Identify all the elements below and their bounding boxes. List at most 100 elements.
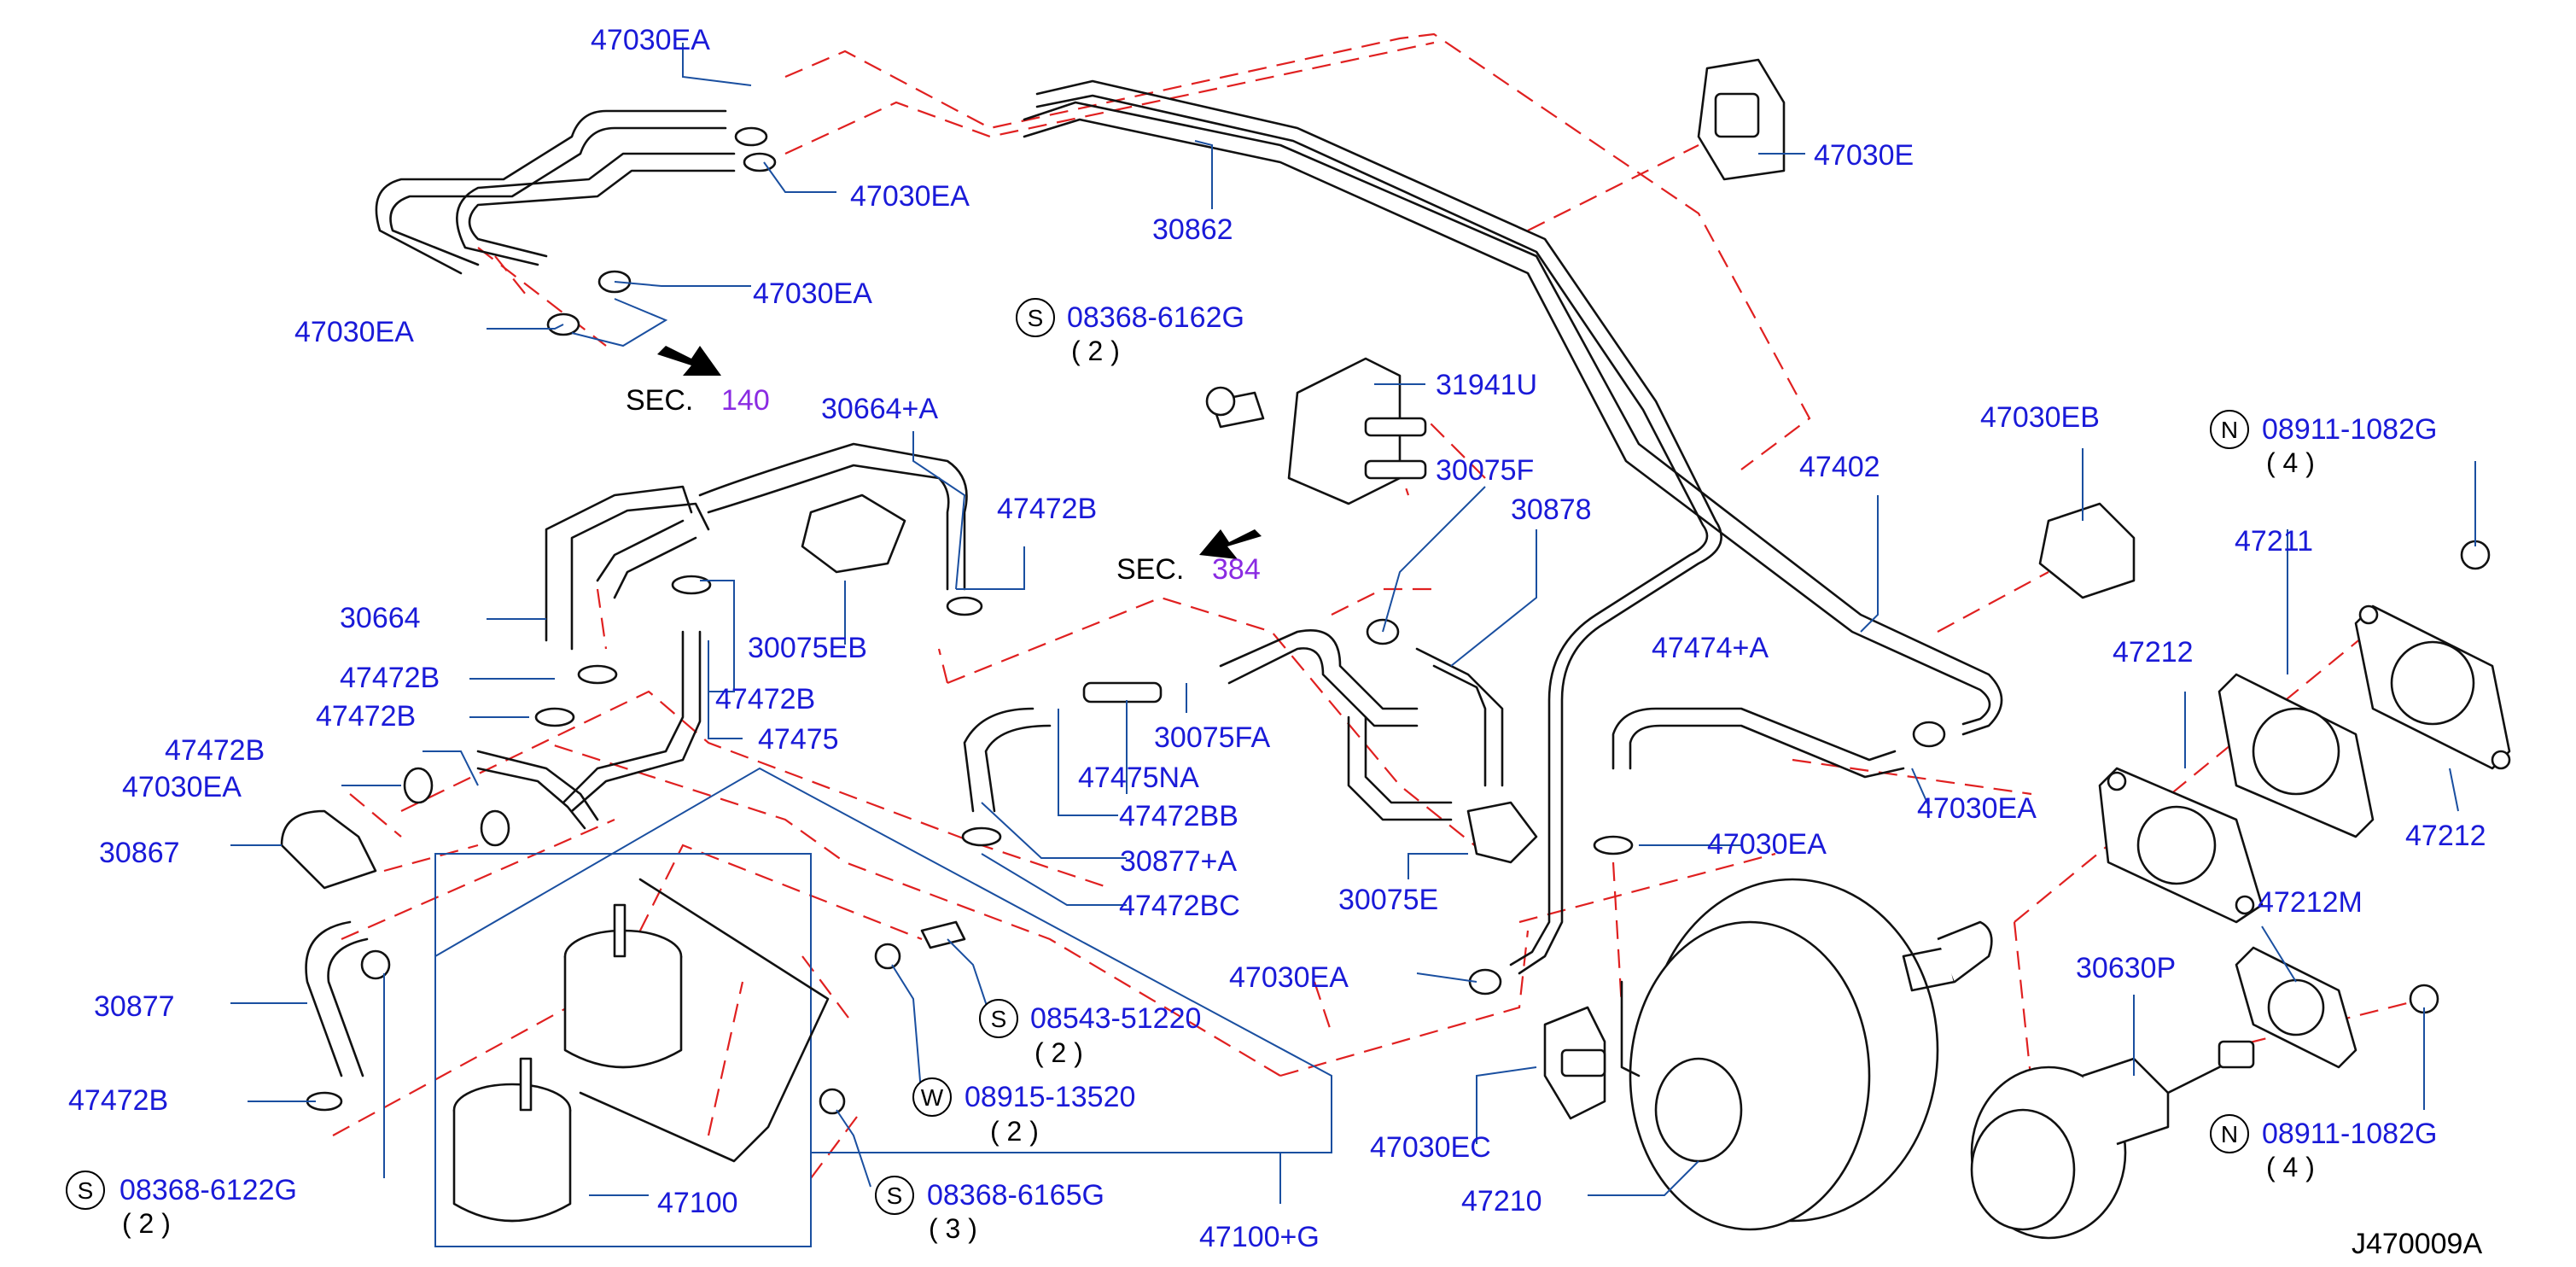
callout-circles [66,298,2249,1215]
callout-qty: ( 2 ) [990,1116,1039,1147]
label-30664: 30664 [340,602,421,634]
label-30862: 30862 [1152,213,1233,246]
label-47472b: 47472B [715,683,815,715]
gasket-47212-right [2354,604,2511,770]
callout-prefix: N [2221,1121,2238,1147]
section-arrows [657,346,1262,559]
clip-47030ec [1543,1006,1606,1120]
label-47472b: 47472B [68,1084,168,1117]
label-47030ea: 47030EA [294,316,414,348]
label-47211: 47211 [2235,525,2313,558]
callout-code: 08368-6165G [927,1179,1104,1212]
clip-47030e [1697,58,1786,181]
section-number: 384 [1212,553,1261,586]
callout-prefix: S [991,1006,1007,1032]
label-47402: 47402 [1799,451,1880,483]
label-30630p: 30630P [2076,952,2176,984]
label-30075fa: 30075FA [1154,721,1270,754]
callout-qty: ( 4 ) [2266,447,2315,478]
label-47030ec: 47030EC [1370,1131,1491,1164]
brake-booster-47210 [1620,878,1993,1231]
label-30664a: 30664+A [821,393,938,425]
label-30075eb: 30075EB [748,632,867,664]
vacuum-hoses-30664 [545,442,968,651]
callout-texts: S 08368-6162G ( 2 ) S 08543-51220 ( 2 ) … [78,301,2438,1244]
vacuum-tube-assembly [1023,79,2003,975]
label-47472b: 47472B [997,493,1097,525]
label-47212m: 47212M [2258,886,2363,919]
label-47472bc: 47472BC [1119,890,1240,922]
callout-prefix: S [887,1182,903,1209]
vacuum-hose-set-top-left [375,109,777,336]
clip-47030eb [2038,502,2136,599]
callout-code: 08543-51220 [1030,1002,1201,1035]
callout-code: 08911-1082G [2262,413,2437,446]
callout-prefix: W [921,1084,944,1111]
callout-code: 08911-1082G [2262,1118,2437,1150]
label-47030ea: 47030EA [1917,792,2037,825]
label-47472b: 47472B [316,700,416,733]
label-30075f: 30075F [1436,454,1534,487]
label-47472b: 47472B [165,734,265,767]
label-47030ea: 47030EA [850,180,970,213]
label-47472b: 47472B [340,662,440,694]
servo-30630p [1970,1040,2255,1240]
spacer-47211 [2218,673,2375,838]
callout-qty: ( 2 ) [1034,1037,1083,1068]
solenoid-valve-31941u [1210,357,1427,505]
fasteners [360,386,2491,1115]
label-47100g: 47100+G [1199,1221,1320,1253]
hoses-center [963,629,1504,821]
diagram-id: J470009A [2352,1228,2482,1260]
hose-47474a [1611,707,1905,779]
hose-30867 [280,809,377,890]
dashed-reference-lines [332,32,2425,1179]
callout-qty: ( 2 ) [122,1208,171,1239]
callout-qty: ( 4 ) [2266,1152,2315,1182]
clip-30075e [1466,801,1538,864]
label-47475na: 47475NA [1078,762,1199,794]
gasket-47212-left [2098,767,2264,924]
section-label: SEC. [1116,553,1184,586]
label-30075e: 30075E [1338,884,1438,916]
label-47474a: 47474+A [1652,632,1769,664]
label-31941u: 31941U [1436,369,1537,401]
label-47030e: 47030E [1814,139,1914,172]
label-30878: 30878 [1511,493,1592,526]
section-label: SEC. [626,384,693,417]
label-47210: 47210 [1461,1185,1542,1217]
bracket-47475 [476,630,702,830]
callout-qty: ( 2 ) [1071,336,1120,366]
label-30877: 30877 [94,990,175,1023]
label-47030ea: 47030EA [1229,961,1349,994]
callout-code: 08368-6162G [1067,301,1244,334]
label-47030ea: 47030EA [591,24,710,56]
vacuum-tank-47100 [434,767,1332,1247]
label-47212: 47212 [2405,820,2486,852]
callout-code: 08368-6122G [119,1174,297,1206]
section-references: SEC. 140 SEC. 384 [626,384,1261,586]
hose-clamps [306,575,1946,1112]
clip-30075eb [801,493,906,574]
label-30877a: 30877+A [1120,845,1237,878]
gasket-47212m [2235,946,2357,1069]
label-47475: 47475 [758,723,839,756]
part-labels: 47030EA 47030EA 47030EA 47030EA 47030EA … [68,24,2486,1253]
callout-code: 08915-13520 [965,1081,1135,1113]
label-47030ea: 47030EA [122,771,242,803]
section-number: 140 [721,384,770,417]
leader-lines [230,43,2476,1204]
label-30867: 30867 [99,837,180,869]
callout-qty: ( 3 ) [929,1213,977,1244]
callout-prefix: S [1028,305,1044,331]
hose-30877 [305,920,369,1077]
callout-prefix: N [2221,417,2238,443]
label-47030ea: 47030EA [753,277,872,310]
callout-prefix: S [78,1177,94,1204]
label-47100: 47100 [657,1187,738,1219]
label-47030ea: 47030EA [1707,828,1827,861]
label-47472bb: 47472BB [1119,800,1238,832]
label-47030eb: 47030EB [1980,401,2100,434]
label-47212: 47212 [2113,636,2194,669]
